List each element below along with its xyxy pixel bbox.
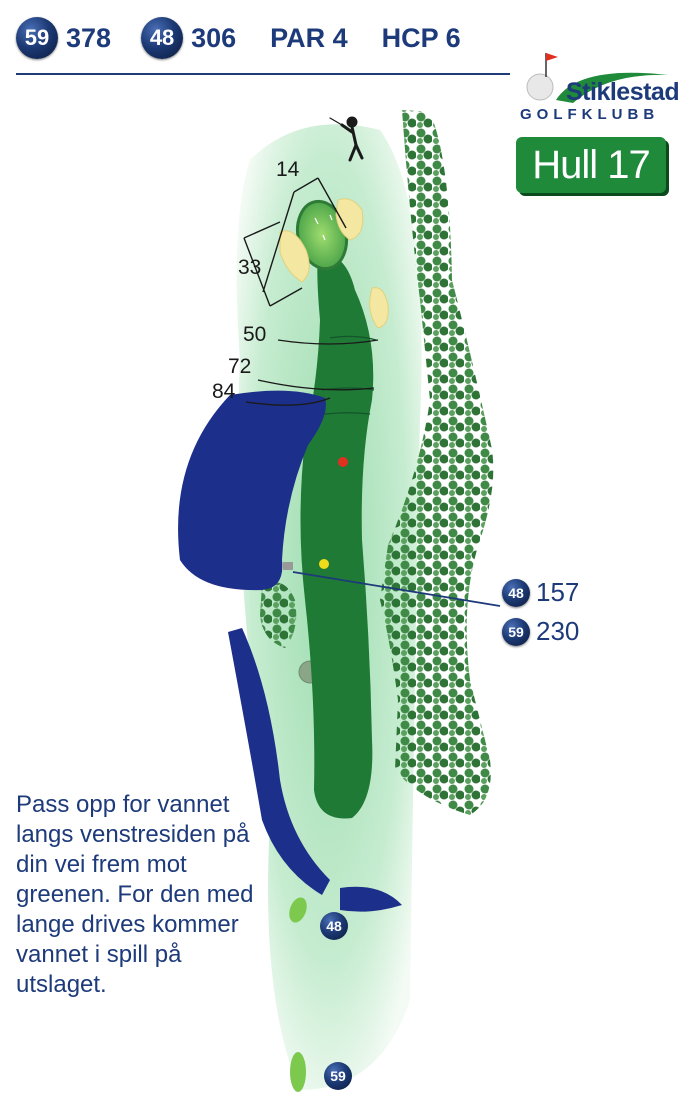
distance-mark-84: 84 — [212, 380, 236, 403]
target-marker-yellow — [319, 559, 329, 569]
tee-distance-48: 48 157 — [502, 577, 579, 608]
distance-mark-72: 72 — [228, 355, 252, 378]
tee-badge-48: 48 — [141, 17, 184, 59]
green-dimensions — [243, 177, 347, 307]
green-width-label: 14 — [276, 158, 300, 181]
tee-boxes — [289, 897, 307, 1092]
tee-marker-48: 48 — [320, 912, 348, 940]
tee-badge-59: 59 — [16, 17, 58, 59]
water-hazard — [178, 390, 402, 912]
tee-48-length: 306 — [191, 22, 237, 53]
tee-distance-value-48: 157 — [536, 577, 580, 607]
tee-distance-badge-59: 59 — [502, 617, 530, 646]
hcp-value: HCP 6 — [381, 22, 461, 53]
hole-header: 59 378 48 306 PAR 4 HCP 6 — [16, 16, 461, 60]
hole-number-label: Hull 17 — [516, 137, 666, 193]
tree-line — [260, 110, 494, 815]
tee-59-length: 378 — [66, 22, 112, 53]
target-marker-red — [338, 457, 348, 467]
tee-distance-59: 59 230 — [502, 616, 579, 647]
bunkers — [279, 198, 389, 329]
distance-post — [283, 562, 293, 570]
golfer-icon — [329, 116, 364, 162]
club-name: Stiklestad — [566, 78, 680, 106]
tee-marker-59: 59 — [324, 1062, 352, 1090]
tee-distance-value-59: 230 — [536, 616, 580, 646]
distance-arcs — [245, 339, 501, 607]
par-value: PAR 4 — [270, 22, 348, 53]
header-divider — [16, 73, 510, 75]
tee-distance-badge-48: 48 — [502, 578, 530, 607]
distance-mark-50: 50 — [243, 323, 267, 346]
hole-description: Pass opp for vannet langs venstresiden p… — [16, 791, 254, 998]
green-depth-label: 33 — [238, 256, 262, 279]
club-subtitle: GOLFKLUBB — [520, 106, 660, 123]
club-logo-icon — [526, 53, 668, 103]
